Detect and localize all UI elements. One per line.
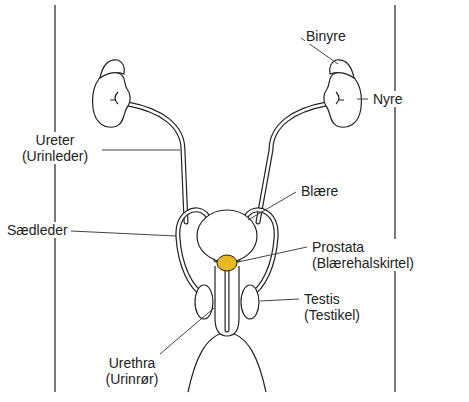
part-label: Nyre	[372, 91, 404, 107]
leader-line	[160, 308, 214, 354]
part-label: Testis (Testikel)	[303, 291, 389, 323]
ureter-tube	[128, 104, 186, 222]
leader-line	[238, 247, 307, 262]
bladder-shape	[197, 210, 257, 262]
prostate-shape	[217, 255, 237, 271]
ureter-tube	[258, 104, 326, 222]
part-label: Binyre	[305, 28, 347, 44]
penis-shape	[215, 266, 239, 336]
part-label: Prostata (Blærehalskirtel)	[311, 239, 449, 271]
ureter-tube	[128, 104, 186, 222]
leader-line	[260, 299, 299, 301]
leader-line	[101, 150, 180, 151]
leader-line	[357, 99, 368, 100]
testis-shape	[195, 285, 213, 319]
ureter-tube	[258, 104, 326, 222]
testis-shape	[241, 285, 259, 319]
kidney-detail	[110, 92, 344, 104]
part-label: Sædleder	[6, 222, 69, 238]
body-outline	[55, 5, 395, 392]
leader-line	[248, 192, 296, 220]
part-label: Urethra (Urinrør)	[92, 355, 172, 387]
urethra-tube	[225, 268, 230, 330]
adrenal-gland	[100, 60, 124, 78]
adrenal-gland	[330, 60, 354, 78]
leader-line	[71, 231, 176, 236]
part-label: Ureter (Urinleder)	[8, 132, 102, 164]
urethra-tube	[226, 268, 229, 330]
part-label: Blære	[300, 183, 339, 199]
